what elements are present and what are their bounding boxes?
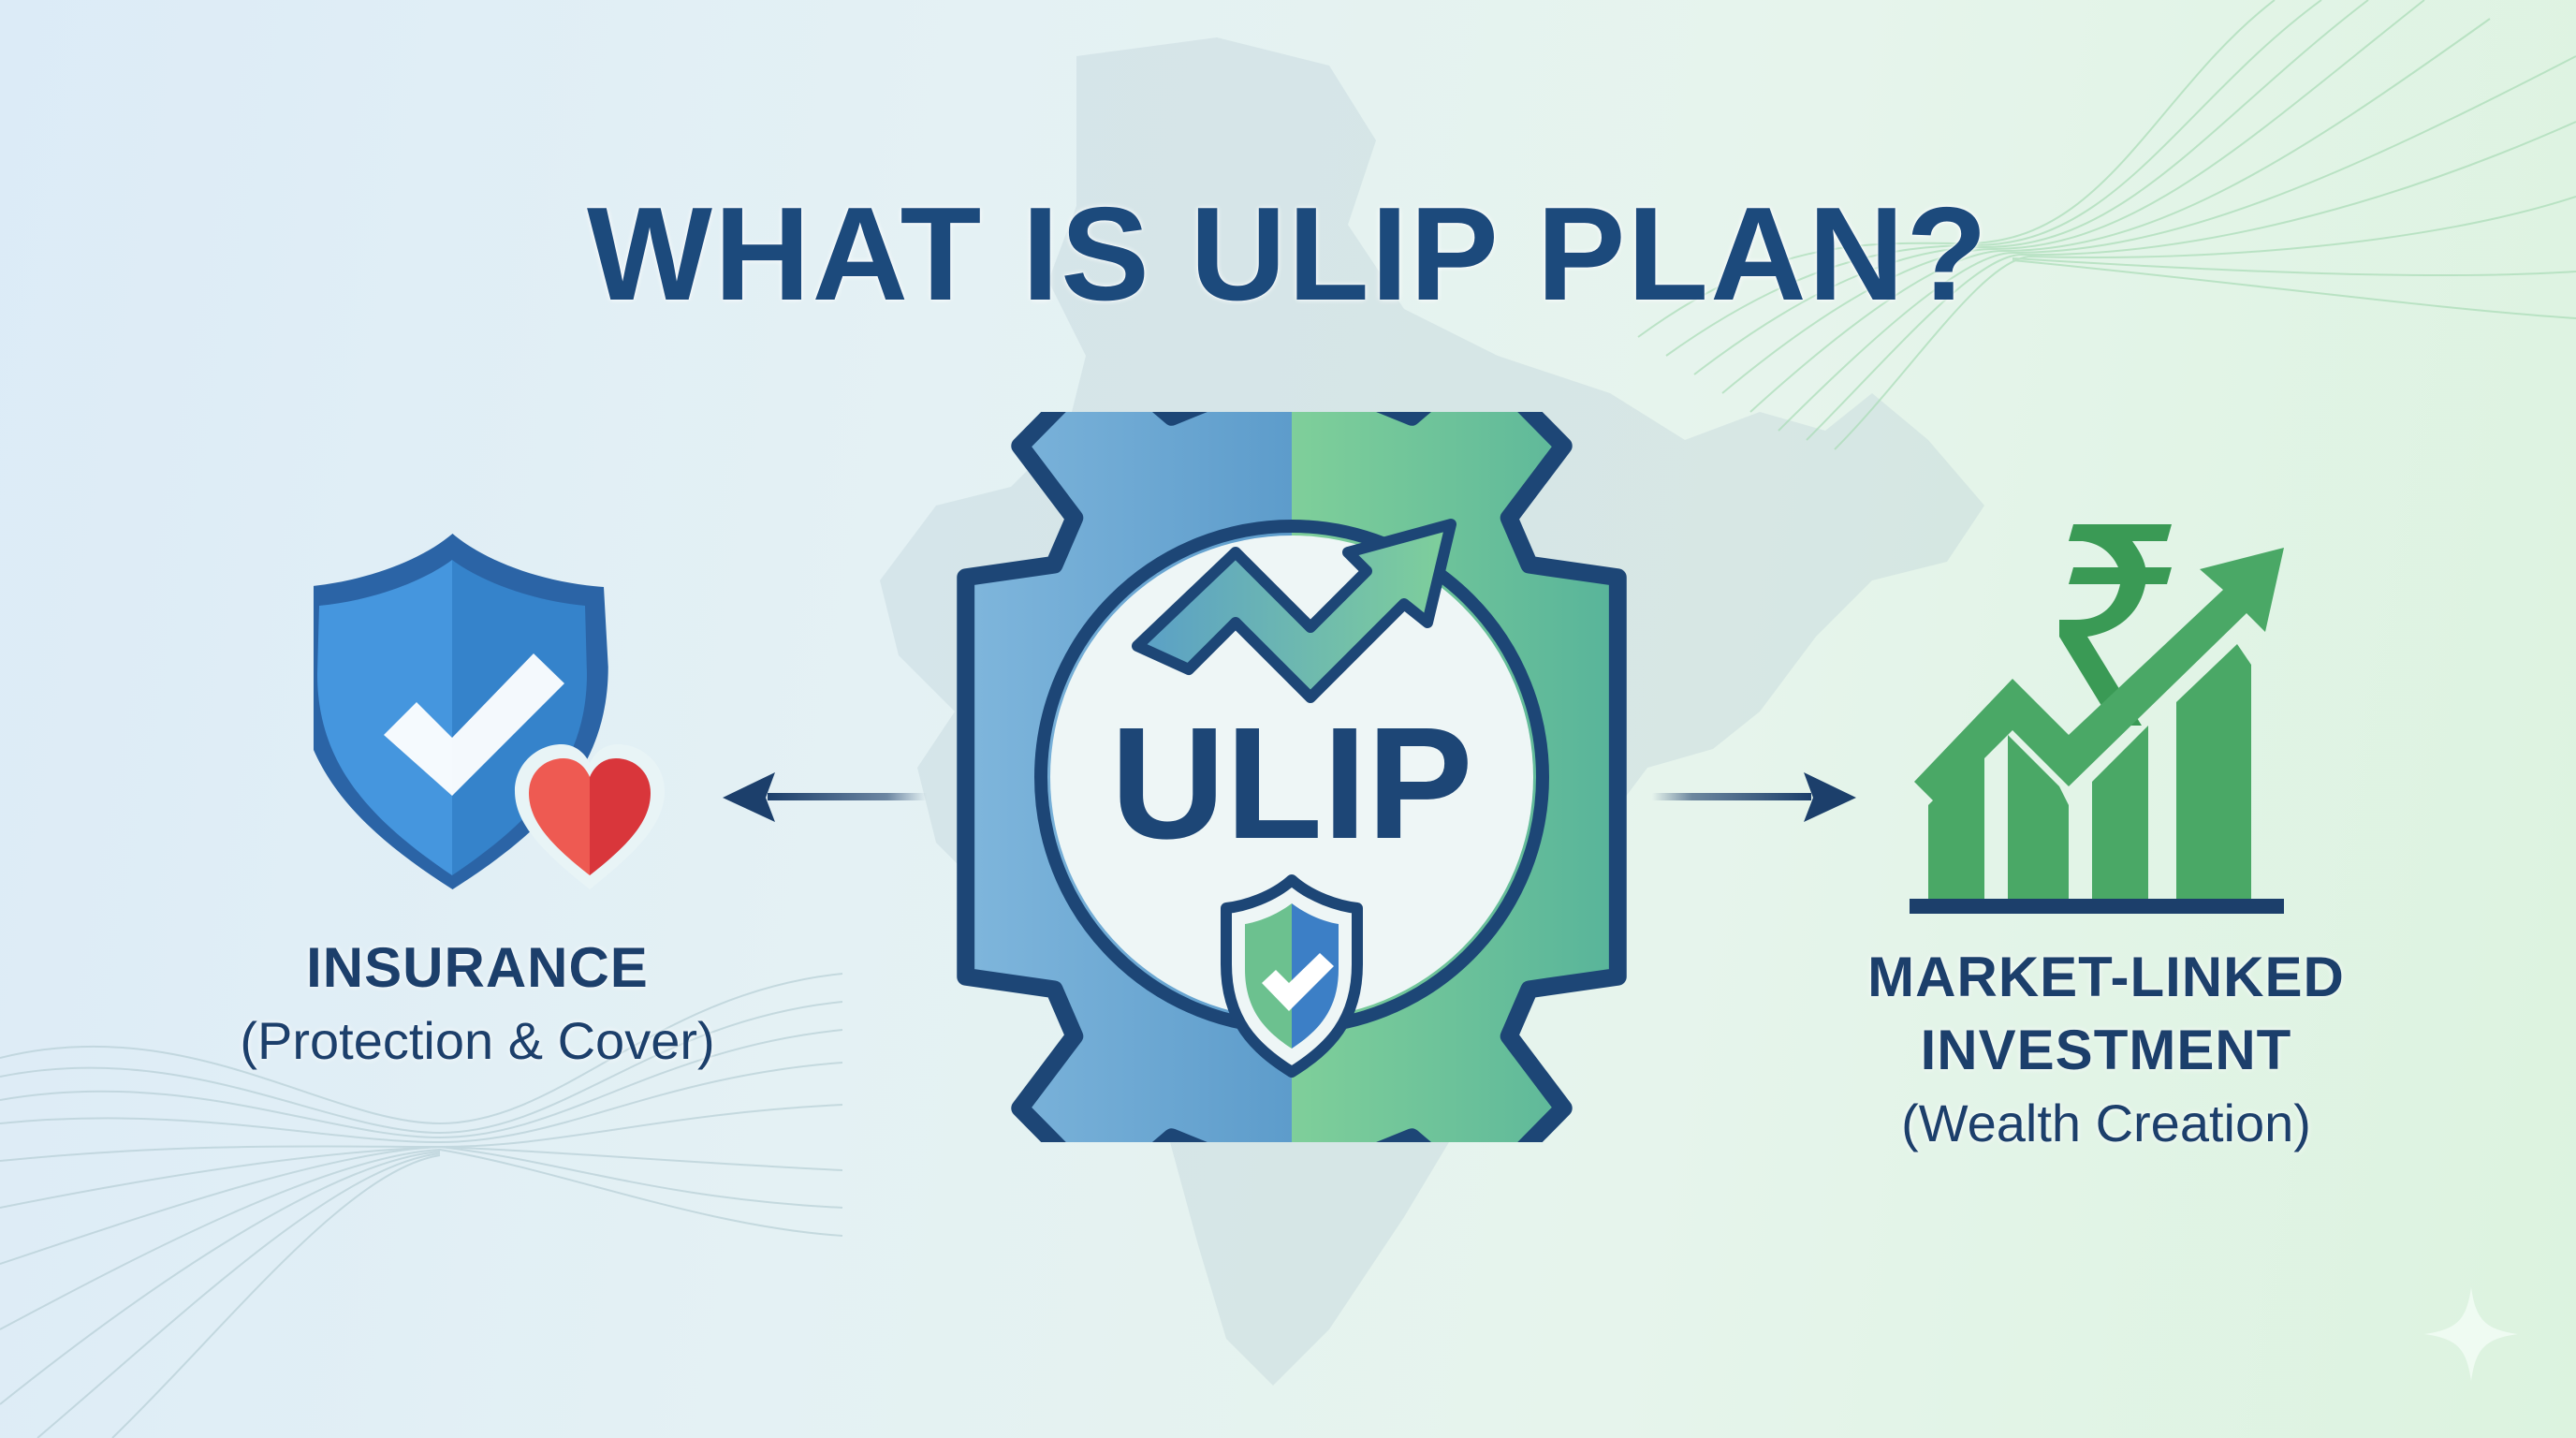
rupee-icon — [2059, 524, 2172, 726]
arrow-right-icon — [1652, 772, 1856, 822]
shield-check-icon — [1221, 874, 1363, 1078]
ulip-hub-label: ULIP — [1110, 695, 1472, 873]
investment-label: MARKET-LINKED INVESTMENT (Wealth Creatio… — [1797, 941, 2415, 1160]
insurance-icon-group — [314, 534, 665, 889]
growth-bar-chart-icon — [1910, 548, 2284, 914]
investment-subheading: (Wealth Creation) — [1901, 1093, 2311, 1152]
arrow-left-icon — [723, 772, 927, 822]
heart-icon — [515, 744, 665, 889]
investment-icon-group — [1910, 524, 2284, 914]
insurance-label: INSURANCE (Protection & Cover) — [140, 932, 814, 1078]
chart-baseline — [1910, 899, 2284, 914]
investment-heading-line2: INVESTMENT — [1920, 1019, 2292, 1081]
trend-arrow-icon — [1132, 519, 1456, 703]
insurance-subheading: (Protection & Cover) — [240, 1011, 715, 1070]
gear-icon — [957, 412, 1627, 1142]
ulip-gear-hub: ULIP — [957, 412, 1627, 1142]
sparkle-icon — [2424, 1287, 2518, 1381]
insurance-heading: INSURANCE — [306, 936, 649, 999]
investment-heading-line1: MARKET-LINKED — [1867, 946, 2345, 1008]
page-title: WHAT IS ULIP PLAN? — [586, 180, 1990, 329]
